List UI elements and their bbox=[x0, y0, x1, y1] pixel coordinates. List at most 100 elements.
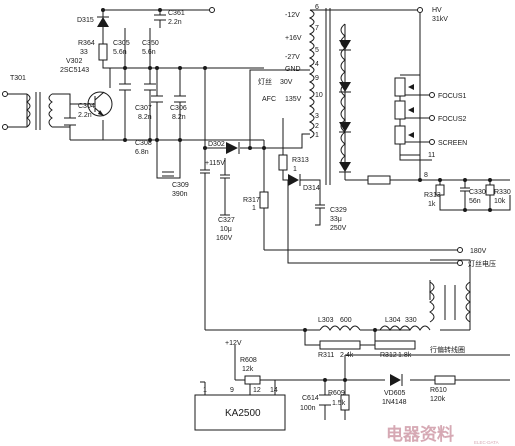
resistor-r311 bbox=[319, 340, 361, 350]
transformer-t301 bbox=[26, 92, 53, 130]
capacitor-c304 bbox=[64, 117, 76, 126]
svg-text:3: 3 bbox=[315, 113, 319, 120]
value-c327-cap: 10μ bbox=[220, 226, 232, 233]
flyback-pin-labels: 6 -12V 7 +16V 5 -27V 4 GND 9 灯丝 30V 10 A… bbox=[258, 4, 435, 179]
label-c306: C306 bbox=[170, 105, 187, 112]
label-c350: C350 bbox=[142, 40, 159, 47]
terminals bbox=[2, 7, 463, 266]
resistor-r330 bbox=[485, 184, 495, 196]
diode-d302 bbox=[226, 142, 240, 154]
value-r609: 1.5k bbox=[332, 400, 346, 407]
rail-12v: +12V bbox=[225, 340, 242, 347]
value-c305: 5.6n bbox=[113, 49, 127, 56]
svg-text:6: 6 bbox=[315, 4, 319, 11]
resistor-hv-series bbox=[367, 175, 391, 185]
svg-text:11: 11 bbox=[428, 152, 435, 159]
flyback-transformer bbox=[308, 8, 351, 185]
value-c308: 6.8n bbox=[135, 149, 149, 156]
value-c330: 56n bbox=[469, 198, 481, 205]
label-r313b: R313 bbox=[424, 192, 441, 199]
resistor-r610 bbox=[434, 375, 456, 385]
svg-text:灯丝: 灯丝 bbox=[258, 77, 272, 86]
transistor-v302 bbox=[87, 91, 113, 117]
svg-text:AFC: AFC bbox=[262, 96, 276, 103]
label-c614: C614 bbox=[302, 395, 319, 402]
label-r317: R317 bbox=[243, 197, 260, 204]
svg-text:2: 2 bbox=[315, 123, 319, 130]
resistor-r317 bbox=[259, 191, 269, 209]
svg-text:1: 1 bbox=[315, 132, 319, 139]
label-r364: R364 bbox=[78, 40, 95, 47]
value-r364: 33 bbox=[80, 49, 88, 56]
rail-heater-voltage: 灯丝电压 bbox=[468, 259, 496, 268]
value-c361: 2.2n bbox=[168, 19, 182, 26]
value-r317: 1 bbox=[252, 205, 256, 212]
value-c307: 8.2n bbox=[138, 114, 152, 121]
value-r313b: 1k bbox=[428, 201, 436, 208]
value-r608: 12k bbox=[242, 366, 254, 373]
junctions bbox=[101, 8, 492, 382]
component-labels: T301 D315 C361 2.2n R364 33 C305 5.6n C3… bbox=[10, 10, 511, 419]
svg-text:135V: 135V bbox=[285, 96, 302, 103]
value-c350: 5.6n bbox=[142, 49, 156, 56]
capacitor-c308 bbox=[162, 171, 174, 177]
label-t301: T301 bbox=[10, 75, 26, 82]
capacitor-c361 bbox=[154, 14, 166, 21]
diode-vd605 bbox=[390, 374, 403, 386]
label-d315: D315 bbox=[77, 17, 94, 24]
svg-text:12: 12 bbox=[253, 387, 261, 394]
ic-pin-labels: 1 9 12 14 bbox=[203, 387, 278, 394]
hv-label: HV bbox=[432, 7, 442, 14]
resistor-r608 bbox=[244, 375, 261, 385]
rail-labels: +115V +12V 180V 灯丝电压 HV 31kV FOCUS1 FOCU… bbox=[205, 7, 496, 347]
value-r610: 120k bbox=[430, 396, 446, 403]
value-r313a: 1 bbox=[293, 166, 297, 173]
value-c304: 2.2n bbox=[78, 112, 92, 119]
value-c329-volt: 250V bbox=[330, 225, 347, 232]
value-c327-volt: 160V bbox=[216, 235, 233, 242]
svg-text:30V: 30V bbox=[280, 79, 293, 86]
focus-potentiometers bbox=[394, 77, 414, 145]
svg-text:-12V: -12V bbox=[285, 12, 300, 19]
value-c329-cap: 33μ bbox=[330, 216, 342, 223]
resistor-r364 bbox=[98, 43, 108, 61]
svg-text:7: 7 bbox=[315, 25, 319, 32]
value-c309: 390n bbox=[172, 191, 188, 198]
diode-d315 bbox=[97, 10, 109, 44]
value-l303: 600 bbox=[340, 317, 352, 324]
capacitor-c614 bbox=[319, 394, 331, 406]
diode-d314 bbox=[288, 174, 301, 186]
label-c327: C327 bbox=[218, 217, 235, 224]
value-vd605: 1N4148 bbox=[382, 399, 407, 406]
capacitor-c306 bbox=[174, 95, 186, 103]
label-vd605: VD605 bbox=[384, 390, 406, 397]
inductor-l304 bbox=[379, 325, 431, 331]
capacitor-c350 bbox=[144, 83, 156, 91]
label-r330: R330 bbox=[494, 189, 511, 196]
label-r610: R610 bbox=[430, 387, 447, 394]
label-c309: C309 bbox=[172, 182, 189, 189]
label-r609: R609 bbox=[328, 390, 345, 397]
svg-text:9: 9 bbox=[230, 387, 234, 394]
label-r608: R608 bbox=[240, 357, 257, 364]
value-c614: 100n bbox=[300, 405, 316, 412]
watermark: 电器资料 ELEC-DATA bbox=[386, 424, 499, 445]
svg-text:9: 9 bbox=[315, 75, 319, 82]
label-c307: C307 bbox=[135, 105, 152, 112]
label-d302: D302 bbox=[208, 141, 225, 148]
rail-115v: +115V bbox=[205, 160, 225, 167]
value-r311: 2.4k bbox=[340, 352, 354, 359]
value-r312: 1.8k bbox=[398, 352, 412, 359]
label-v302: V302 bbox=[66, 58, 82, 65]
focus2-label: FOCUS2 bbox=[438, 116, 467, 123]
watermark-text: 电器资料 bbox=[386, 424, 454, 445]
label-c330: C330 bbox=[469, 189, 486, 196]
resistor-r313b bbox=[435, 184, 445, 196]
svg-text:10: 10 bbox=[315, 92, 323, 99]
label-c304: C304 bbox=[78, 103, 95, 110]
value-v302: 2SC5143 bbox=[60, 67, 89, 74]
focus1-label: FOCUS1 bbox=[438, 93, 467, 100]
capacitor-c307 bbox=[151, 95, 163, 103]
label-ka2500: KA2500 bbox=[225, 408, 261, 419]
